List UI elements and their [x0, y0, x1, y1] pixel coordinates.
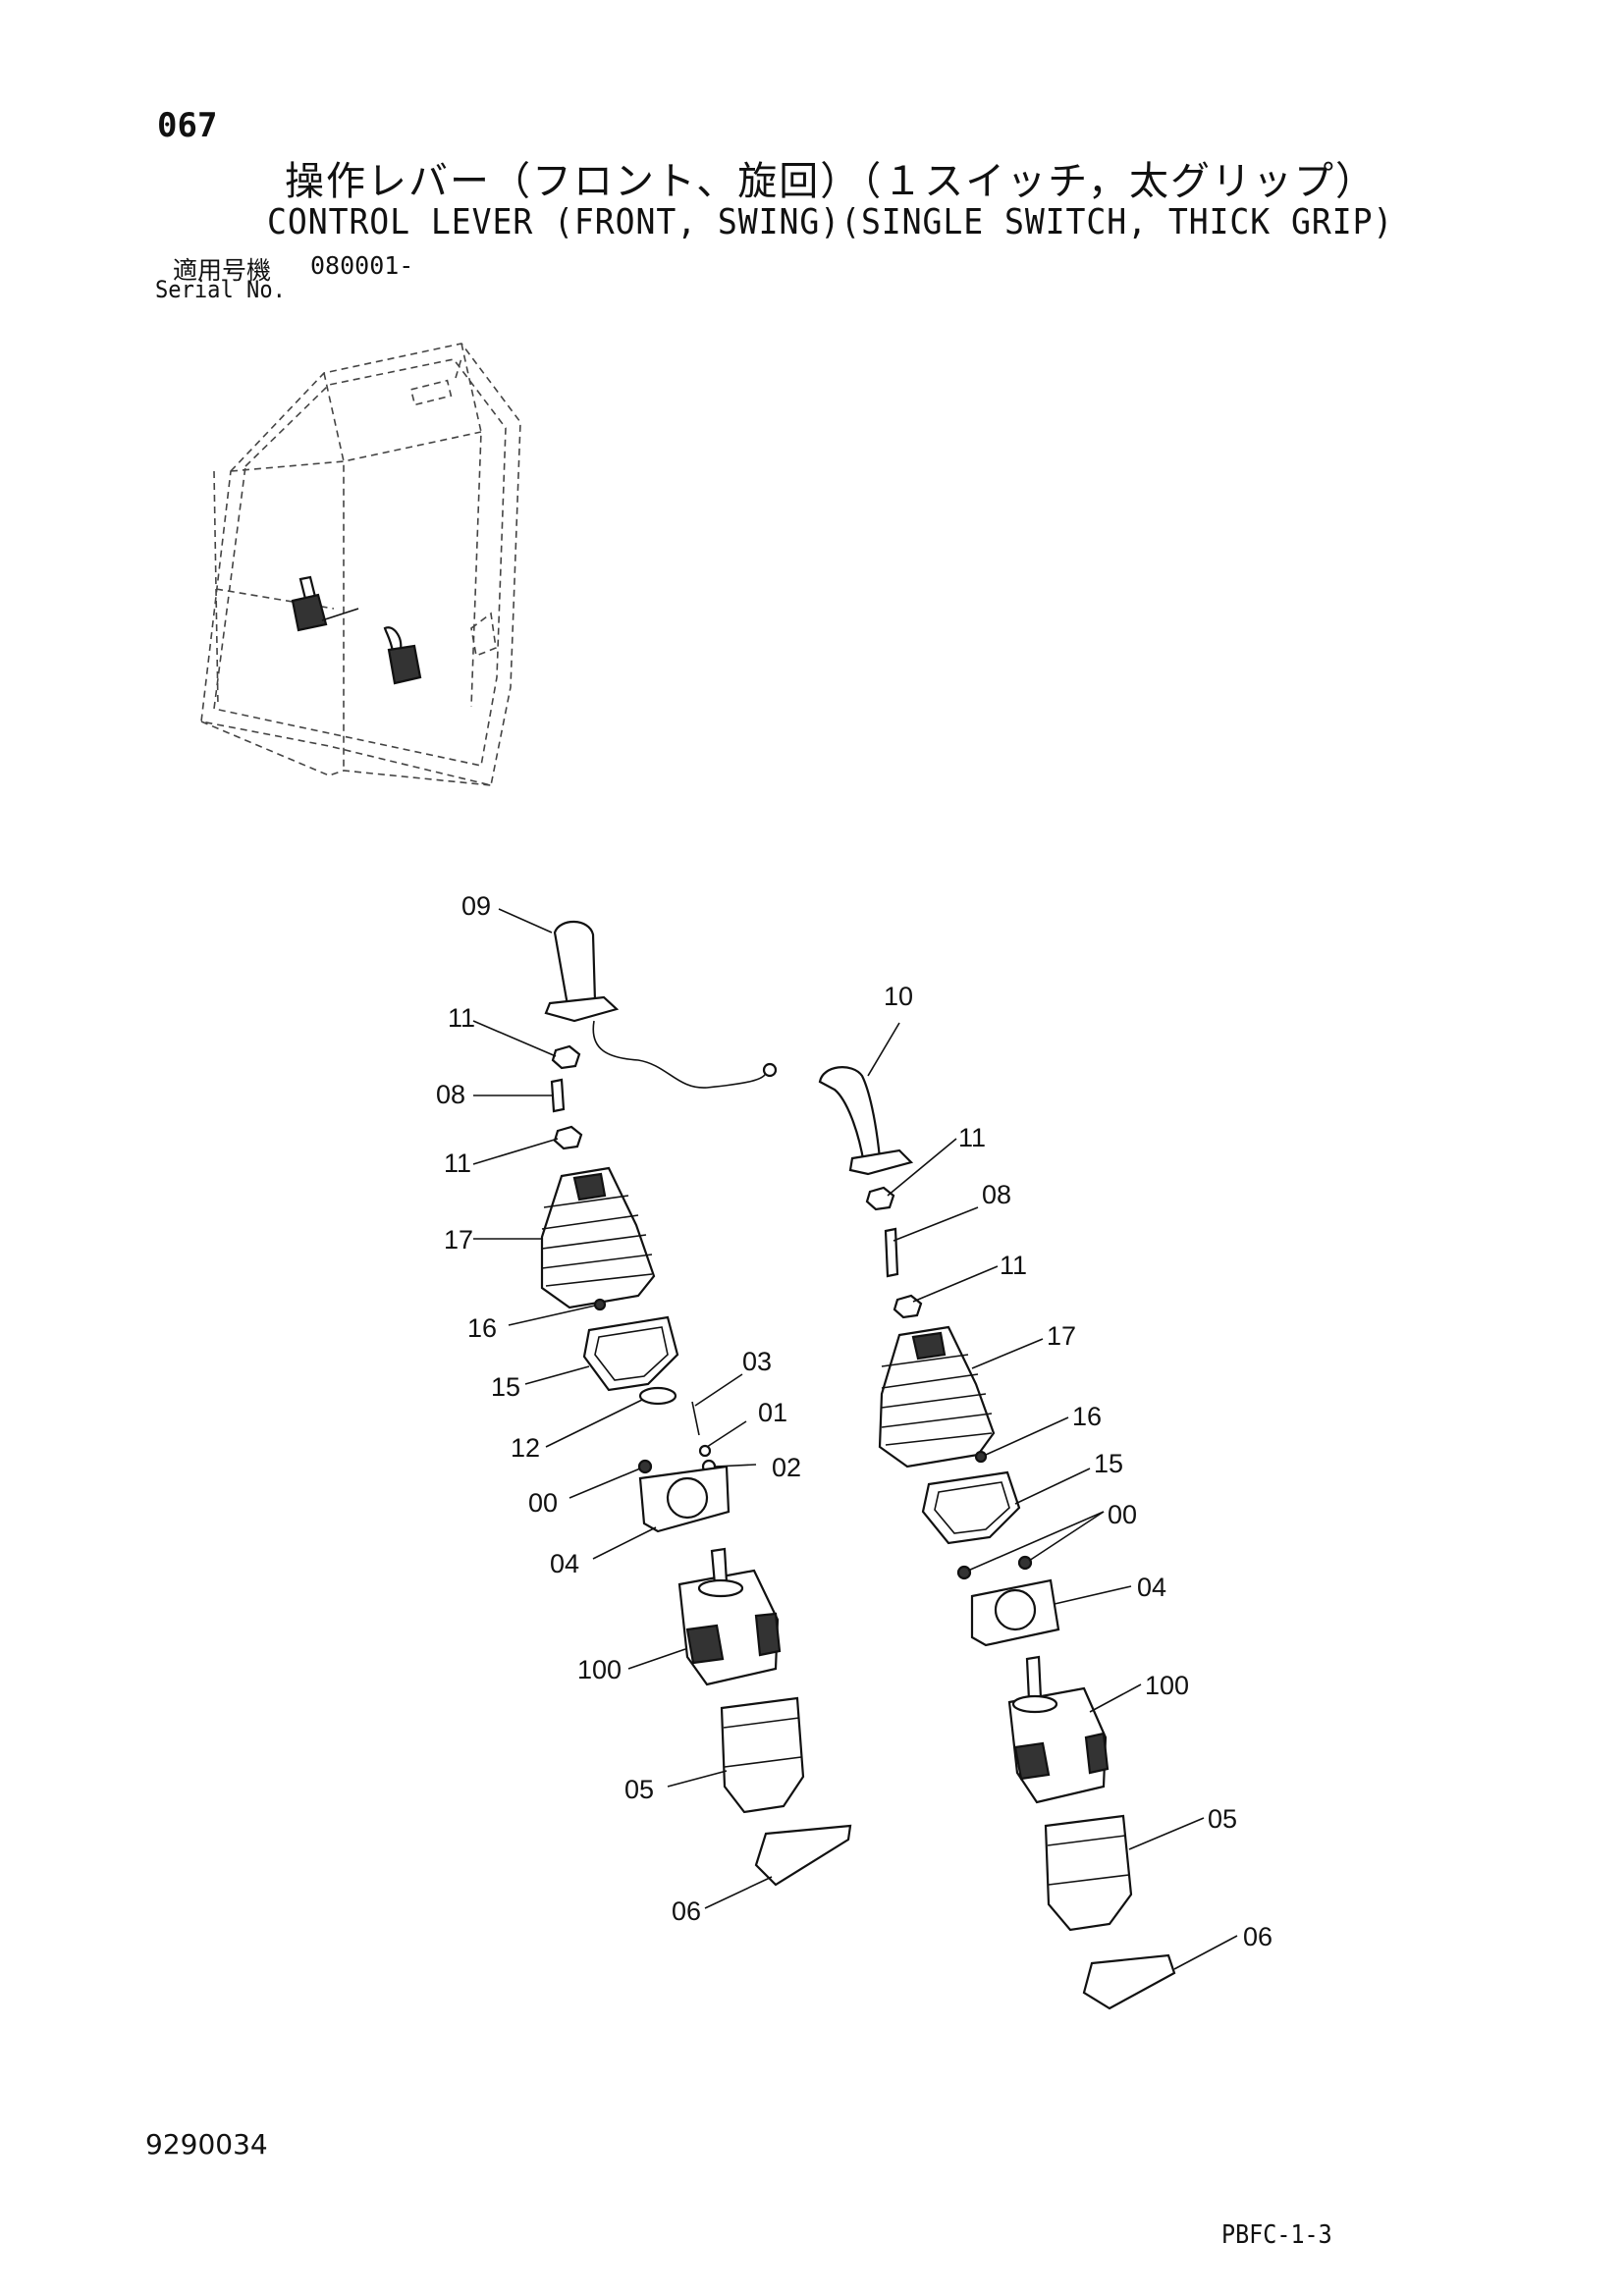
part-label: 11: [1000, 1251, 1027, 1280]
right-part-labels: 10 11 08 11 17 16 15 00 04 100 05 06: [884, 982, 1272, 1951]
page-code: PBFC-1-3: [1221, 2220, 1332, 2250]
part-label: 04: [550, 1549, 579, 1578]
part-label: 09: [461, 891, 491, 921]
part-label: 10: [884, 982, 913, 1011]
part-label: 17: [1047, 1321, 1076, 1351]
part-label: 03: [742, 1347, 772, 1376]
title-english: CONTROL LEVER (FRONT, SWING)(SINGLE SWIT…: [267, 202, 1394, 242]
part-label: 08: [436, 1080, 465, 1109]
part-label: 11: [444, 1148, 471, 1178]
serial-label-japanese: 適用号機: [173, 256, 272, 285]
page-number: 067: [157, 106, 218, 145]
left-lever-assembly: [540, 920, 852, 1887]
part-label: 100: [577, 1655, 622, 1684]
left-part-labels: 09 11 08 11 17 16 15 03 12 01 00 02 04 1…: [436, 891, 801, 1926]
leader-lines: [472, 908, 1238, 1970]
part-label: 05: [1208, 1804, 1237, 1834]
part-label: 06: [672, 1896, 701, 1926]
part-label: 00: [528, 1488, 558, 1518]
part-label: 15: [1094, 1449, 1123, 1478]
part-label: 16: [467, 1313, 497, 1343]
part-label: 11: [448, 1003, 475, 1033]
right-lever-assembly: [818, 1066, 1176, 2010]
title-japanese: 操作レバー（フロント、旋回）（１スイッチ，太グリップ）: [285, 159, 1377, 204]
part-label: 17: [444, 1225, 473, 1255]
cab-overview-illustration: [200, 343, 521, 786]
part-label: 08: [982, 1180, 1011, 1209]
document-number: 9290034: [145, 2128, 268, 2161]
part-label: 00: [1108, 1500, 1137, 1529]
part-label: 16: [1072, 1402, 1102, 1431]
part-label: 01: [758, 1398, 787, 1427]
part-label: 100: [1145, 1671, 1189, 1700]
part-label: 02: [772, 1453, 801, 1482]
part-label: 06: [1243, 1922, 1272, 1951]
part-label: 15: [491, 1372, 520, 1402]
part-label: 04: [1137, 1573, 1166, 1602]
serial-label-english: Serial No.: [155, 276, 286, 303]
part-label: 12: [511, 1433, 540, 1463]
serial-value: 080001-: [310, 251, 414, 280]
part-label: 05: [624, 1775, 654, 1804]
part-label: 11: [958, 1123, 986, 1152]
